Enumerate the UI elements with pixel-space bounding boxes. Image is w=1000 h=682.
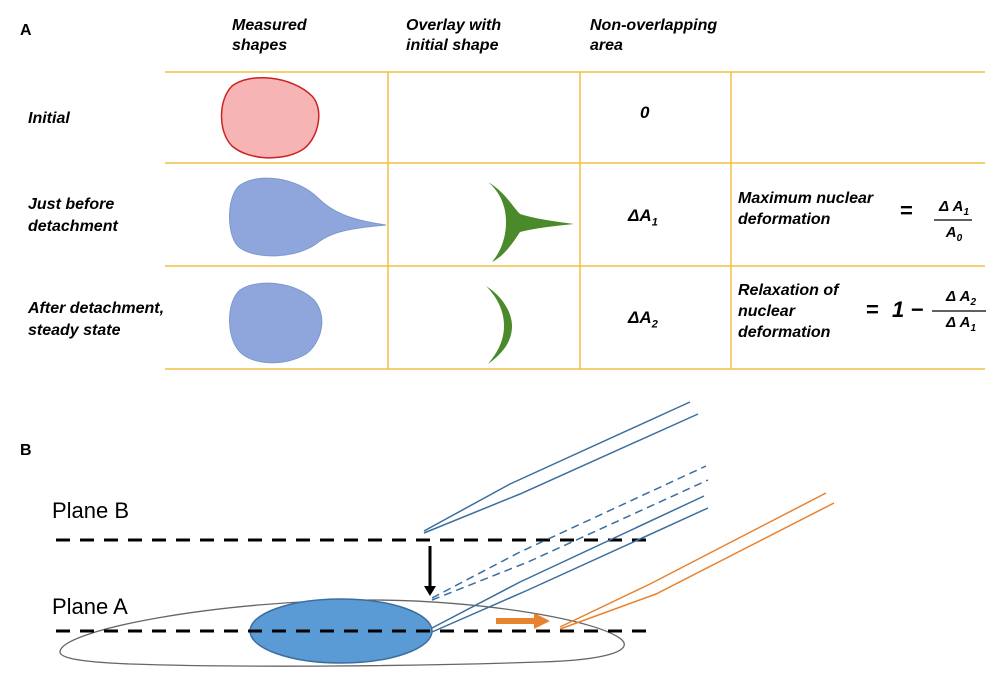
formula2-equals: = <box>866 297 879 322</box>
formula1-denominator: A0 <box>945 224 963 244</box>
row-label-after-detachment: After detachment, steady state <box>28 300 165 339</box>
row-label-before-detachment: Just before detachment <box>28 196 118 235</box>
formula2-prefix: 1 − <box>892 297 924 322</box>
value-delta-a2: ΔA2 <box>628 308 658 331</box>
panel-a-label: A <box>20 22 32 39</box>
arrow-right-icon <box>496 613 550 629</box>
formula2-denominator: Δ A1 <box>945 314 977 334</box>
value-delta-a1: ΔA1 <box>628 206 658 229</box>
row-label-initial: Initial <box>28 110 70 127</box>
table-grid <box>165 71 985 370</box>
header-overlay: Overlay with initial shape <box>406 17 502 54</box>
value-initial: 0 <box>640 103 650 122</box>
deformed-nucleus-shape <box>229 177 387 257</box>
pipette-dashed <box>431 465 709 601</box>
arrow-down-icon <box>424 546 436 596</box>
relaxed-nucleus-shape <box>229 282 323 364</box>
formula1-numerator: Δ A1 <box>938 198 970 218</box>
desc-max-deformation: Maximum nuclear deformation <box>738 190 874 228</box>
panel-b-label: B <box>20 442 32 459</box>
pipette-plane-b <box>423 401 699 534</box>
pipette-plane-a <box>431 495 709 633</box>
plane-a-label: Plane A <box>52 594 128 619</box>
cell-outline <box>59 599 625 667</box>
pipette-moved <box>559 492 835 630</box>
header-measured-shapes: Measured shapes <box>232 17 307 54</box>
initial-nucleus-shape <box>220 76 320 159</box>
formula2-numerator: Δ A2 <box>945 288 977 308</box>
header-non-overlapping-area: Non-overlapping area <box>590 17 718 54</box>
desc-relaxation: Relaxation of nuclear deformation <box>738 282 839 341</box>
overlay-shape-1 <box>488 182 574 262</box>
overlay-shape-2 <box>486 286 512 364</box>
formula1-equals: = <box>900 198 913 223</box>
plane-b-label: Plane B <box>52 498 130 523</box>
